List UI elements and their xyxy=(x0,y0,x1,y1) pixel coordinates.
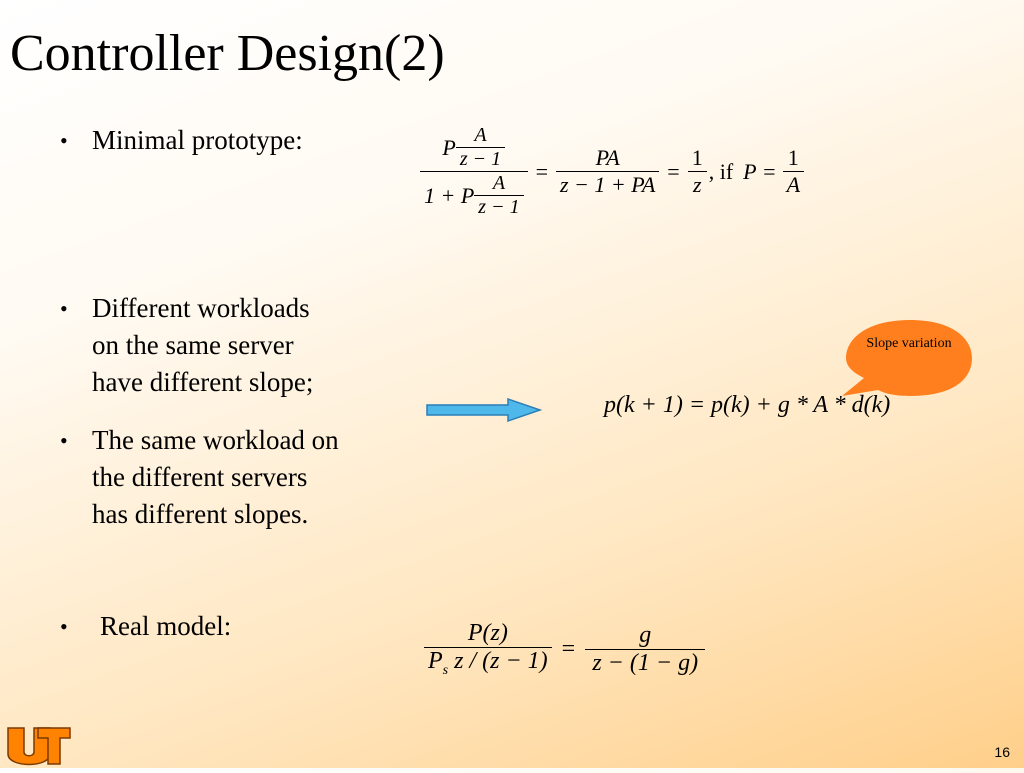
bullet-minimal-prototype: • Minimal prototype: xyxy=(60,122,303,159)
symbol-A: A xyxy=(492,172,506,194)
expr-z-minus-1: z − 1 xyxy=(478,196,520,218)
callout-slope-variation: Slope variation xyxy=(842,320,972,396)
subscript-s: s xyxy=(442,662,449,678)
right-arrow-icon xyxy=(426,397,543,427)
bullet-different-workloads: • Different workloads on the same server… xyxy=(60,290,314,401)
expr-P-of-z: P(z) xyxy=(467,620,508,646)
bullet-line-2: the different servers xyxy=(92,462,308,492)
bullet-same-workload: • The same workload on the different ser… xyxy=(60,422,339,533)
bullet-real-model: • Real model: xyxy=(60,608,232,645)
symbol-A: A xyxy=(786,172,801,197)
bullet-dot: • xyxy=(60,128,68,153)
equation-real-model: P(z) Ps z / (z − 1) = g z − (1 − g) xyxy=(424,620,706,679)
fraction-1-over-A: 1 A xyxy=(782,145,805,198)
bullet-text: Real model: xyxy=(100,611,232,641)
expr-z-minus-1-plus-PA: z − 1 + PA xyxy=(560,172,656,197)
equation-update-law: p(k + 1) = p(k) + g * A * d(k) xyxy=(604,392,890,419)
slide-title: Controller Design(2) xyxy=(10,25,445,82)
digit-1: 1 xyxy=(691,145,703,170)
bullet-line-1: The same workload on xyxy=(92,425,339,455)
expr-z-over: z / (z − 1) xyxy=(454,648,548,674)
symbol-z: z xyxy=(692,172,702,197)
page-number: 16 xyxy=(994,744,1010,760)
fraction-1-over-z: 1 z xyxy=(687,145,707,198)
bullet-line-1: Different workloads xyxy=(92,293,310,323)
bullet-dot: • xyxy=(60,296,68,321)
fraction-right: g z − (1 − g) xyxy=(585,621,706,677)
bullet-line-3: have different slope; xyxy=(92,367,314,397)
symbol-g: g xyxy=(639,621,652,648)
fraction-closed-loop: P A z − 1 1 + P A z − 1 xyxy=(420,124,528,219)
equals-sign: = xyxy=(667,158,680,184)
condition-if: , if xyxy=(708,158,734,184)
digit-1: 1 xyxy=(787,145,799,170)
fraction-A-over-z: A z − 1 xyxy=(455,124,506,171)
equals-sign: = xyxy=(535,158,548,184)
expr-1-plus-P: 1 + P xyxy=(424,182,475,208)
callout-text: Slope variation xyxy=(866,336,952,351)
condition-P-eq: P = xyxy=(743,158,777,184)
equation-update-text: p(k + 1) = p(k) + g * A * d(k) xyxy=(604,392,891,418)
equals-sign: = xyxy=(561,635,576,662)
expr-PA: PA xyxy=(595,145,620,170)
bullet-line-3: has different slopes. xyxy=(92,499,309,529)
fraction-A-over-z-2: A z − 1 xyxy=(474,172,524,219)
symbol-P: P xyxy=(428,648,443,674)
fraction-PA: PA z − 1 + PA xyxy=(556,145,660,198)
fraction-left: P(z) Ps z / (z − 1) xyxy=(424,620,552,679)
callout-bubble-shape xyxy=(842,320,972,396)
symbol-A: A xyxy=(474,124,487,146)
ut-logo-icon xyxy=(4,724,72,773)
bullet-dot: • xyxy=(60,614,68,639)
expr-z-minus-1-minus-g: z − (1 − g) xyxy=(592,649,699,676)
equation-minimal-prototype: P A z − 1 1 + P A z − 1 = PA z − 1 + PA … xyxy=(420,124,805,219)
expr-Ps-z-over-z-minus-1: Ps z / (z − 1) xyxy=(424,648,552,679)
expr-z-minus-1: z − 1 xyxy=(459,148,502,170)
symbol-P: P xyxy=(442,134,456,160)
bullet-text: Minimal prototype: xyxy=(92,125,303,155)
bullet-dot: • xyxy=(60,428,68,453)
bullet-line-2: on the same server xyxy=(92,330,294,360)
